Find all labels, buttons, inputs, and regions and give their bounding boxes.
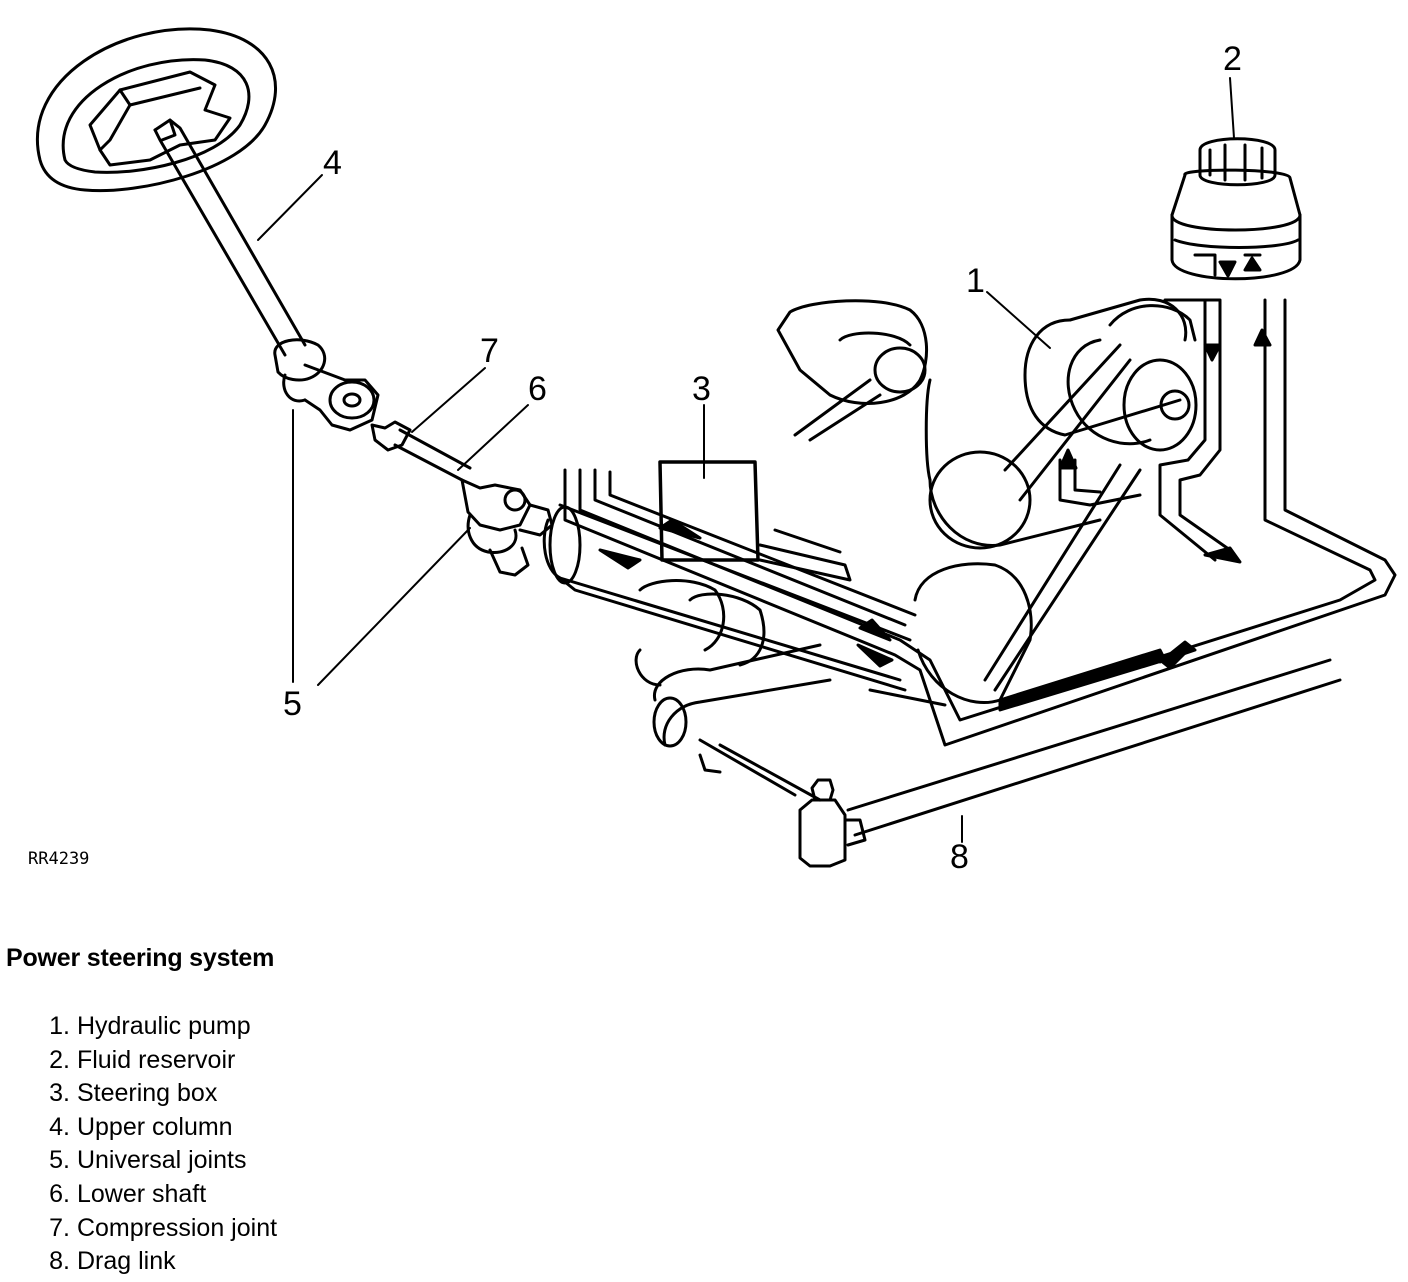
steering-wheel [36,27,277,193]
upper-column [153,118,307,357]
steering-box [542,460,912,802]
callout-8: 8 [950,838,969,876]
callout-2: 2 [1223,40,1242,78]
legend-item: 3. Steering box [30,1077,277,1111]
hydraulic-pump [1023,297,1198,452]
legend-label: Compression joint [76,1213,278,1242]
callout-1: 1 [966,262,985,300]
flow-arrows [598,256,1272,712]
legend-label: Drag link [76,1247,176,1276]
legend-item: 8. Drag link [30,1245,277,1279]
legend-list: 1. Hydraulic pump 2. Fluid reservoir 3. … [30,1010,277,1279]
legend-item: 2. Fluid reservoir [30,1044,277,1078]
legend-item: 4. Upper column [30,1111,277,1145]
legend-number: 3. [49,1079,70,1108]
legend-number: 2. [49,1045,70,1074]
figure-code: RR4239 [28,849,89,869]
callout-4: 4 [323,144,342,182]
fluid-reservoir [1170,137,1302,281]
legend-item: 6. Lower shaft [30,1178,277,1212]
legend-label: Upper column [76,1112,233,1141]
legend-number: 1. [49,1012,70,1040]
legend-label: Lower shaft [76,1179,207,1208]
callout-labels: 1 2 3 4 5 6 7 8 [283,40,1242,876]
universal-joint-lower [460,478,554,577]
caption-title: Power steering system [6,944,275,972]
legend-number: 6. [49,1179,70,1208]
legend-number: 7. [49,1213,70,1242]
legend-item: 5. Universal joints [30,1144,277,1178]
callout-7: 7 [480,332,499,370]
legend-item: 1. Hydraulic pump [30,1010,277,1044]
legend-label: Hydraulic pump [76,1012,251,1040]
callout-6: 6 [528,370,547,408]
callout-3: 3 [692,370,711,408]
legend-label: Fluid reservoir [76,1045,236,1074]
drag-link [798,658,1342,868]
legend-label: Steering box [76,1079,218,1108]
power-steering-diagram: 1 2 3 4 5 6 7 8 RR4239 [28,27,1397,876]
leader-lines [257,77,1235,843]
legend-number: 8. [49,1247,70,1276]
legend-number: 4. [49,1112,70,1141]
legend-item: 7. Compression joint [30,1212,277,1246]
legend-number: 5. [49,1146,70,1175]
legend-label: Universal joints [76,1146,247,1175]
compression-joint [370,420,472,482]
drive-belt [776,299,1197,705]
universal-joint-upper [273,338,380,432]
callout-5: 5 [283,685,302,723]
